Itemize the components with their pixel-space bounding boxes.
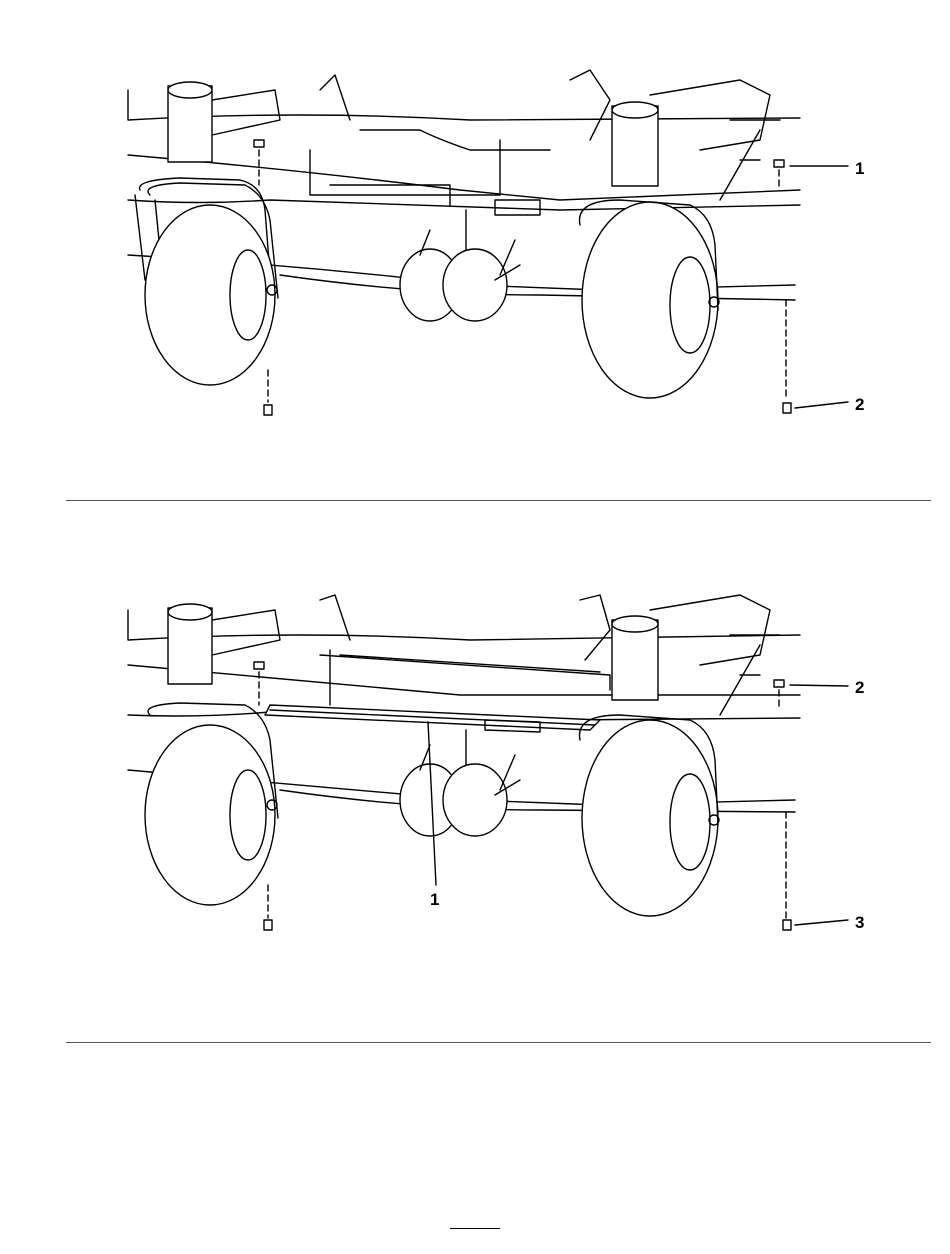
page-number — [450, 1228, 500, 1245]
callout-label: 3 — [855, 913, 864, 932]
right-caster-tire — [582, 720, 718, 916]
nut-left — [254, 662, 264, 669]
bolt-right — [783, 920, 791, 930]
bolt-left — [264, 405, 272, 415]
left-caster-tire — [145, 725, 275, 905]
section-divider — [66, 1042, 931, 1043]
nut-right — [774, 160, 784, 167]
bolt-right — [783, 403, 791, 413]
right-caster-tire — [582, 202, 718, 398]
leader-line-3 — [795, 920, 848, 925]
callout-label: 2 — [855, 678, 864, 697]
figure-deck-caster-wheels-bottom: 1 2 3 — [0, 500, 950, 1042]
left-caster-tire — [145, 205, 275, 385]
mower-deck-baffle-illustration: 1 2 3 — [0, 500, 950, 1042]
leader-line-2 — [795, 402, 848, 408]
deck-top-edge — [128, 90, 800, 120]
nut-left — [254, 140, 264, 147]
figure-deck-caster-wheels-top: 1 2 — [0, 0, 950, 500]
mower-deck-illustration: 1 2 — [0, 0, 950, 500]
callout-label: 1 — [855, 159, 864, 178]
callout-label: 2 — [855, 395, 864, 414]
nut-right — [774, 680, 784, 687]
callout-label: 1 — [430, 890, 439, 909]
leader-line-2 — [790, 685, 848, 686]
bolt-left — [264, 920, 272, 930]
